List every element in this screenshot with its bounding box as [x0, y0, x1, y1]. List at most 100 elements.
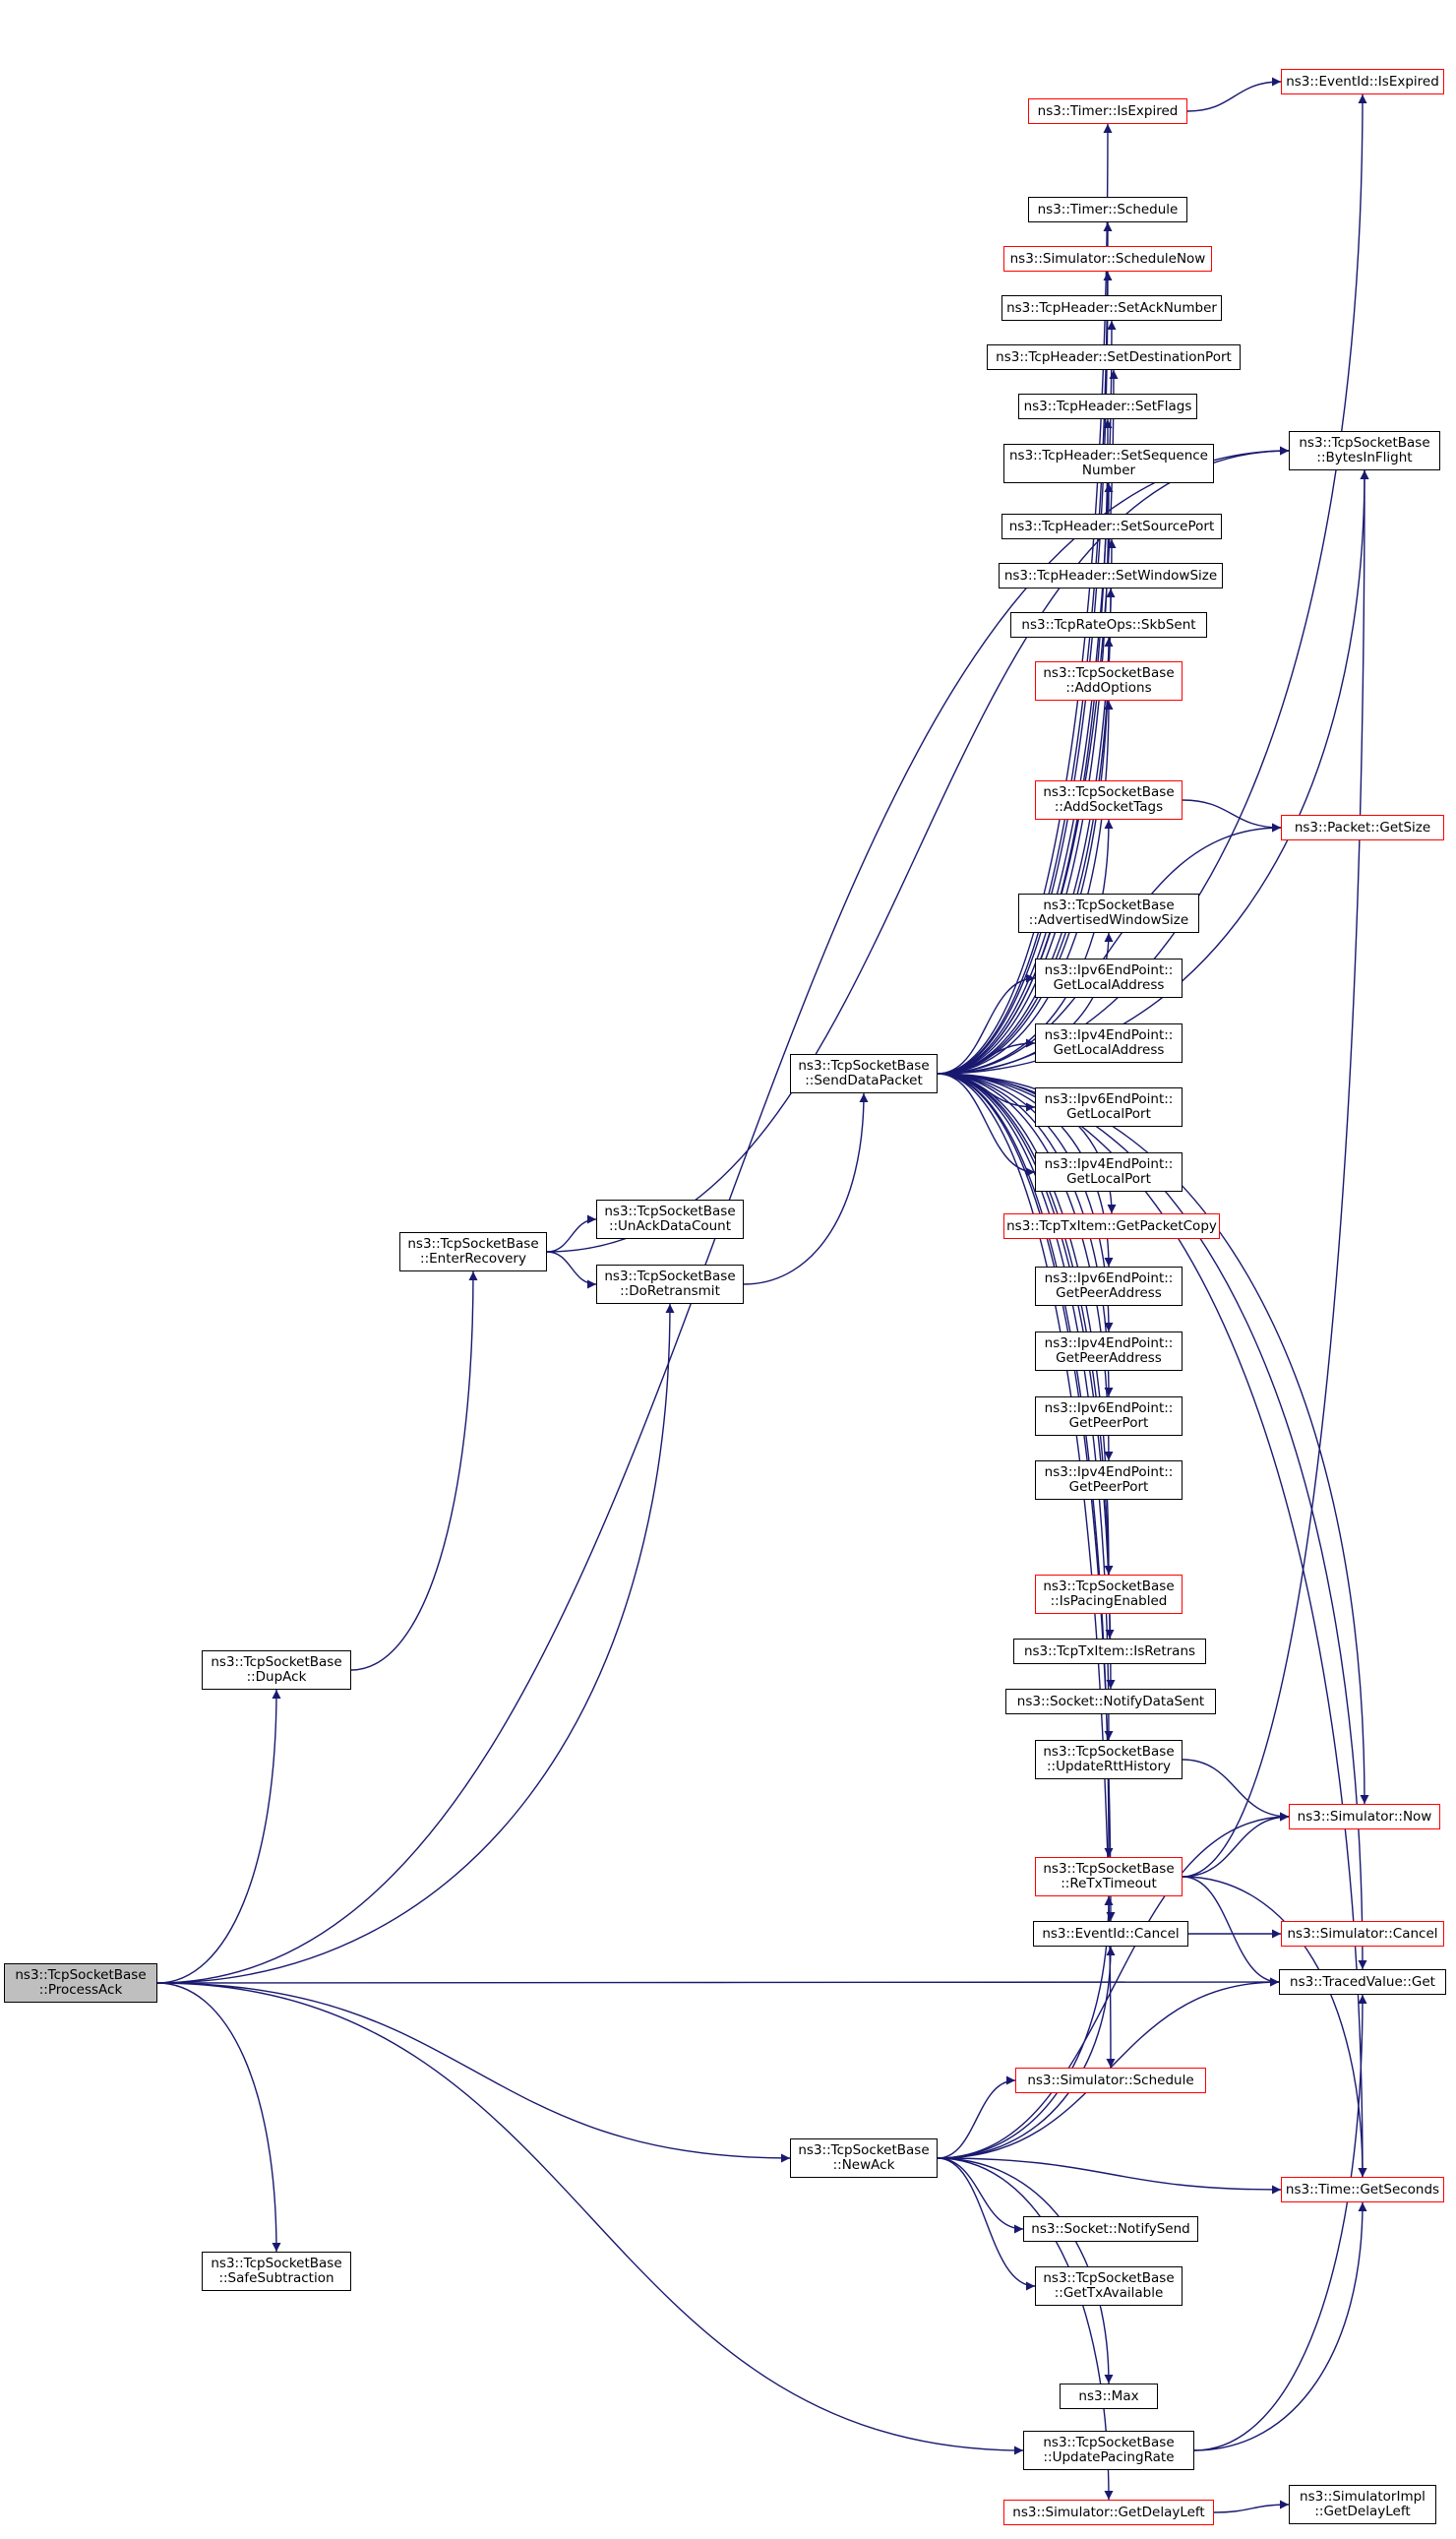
- edge-ProcessAck-to-TracedValueGet: [156, 1977, 1280, 1987]
- node-label-line2: GetLocalAddress: [1053, 977, 1165, 993]
- node-ipv4-get-peer-port[interactable]: ns3::Ipv4EndPoint::GetPeerPort: [1035, 1460, 1183, 1500]
- edge-SimGetDelayLeft-to-ImplGetDelayLeft: [1213, 2500, 1290, 2513]
- node-un-ack-data-count[interactable]: ns3::TcpSocketBase::UnAckDataCount: [596, 1200, 744, 1239]
- node-do-retransmit[interactable]: ns3::TcpSocketBase::DoRetransmit: [596, 1265, 744, 1304]
- node-label-line1: ns3::TcpSocketBase: [1299, 435, 1430, 451]
- node-label-line1: ns3::TcpHeader::SetFlags: [1023, 398, 1192, 414]
- node-send-data-packet[interactable]: ns3::TcpSocketBase::SendDataPacket: [790, 1054, 938, 1093]
- node-packet-get-size[interactable]: ns3::Packet::GetSize: [1281, 815, 1444, 840]
- node-traced-value-get[interactable]: ns3::TracedValue::Get: [1279, 1969, 1446, 1995]
- node-label-line2: GetLocalPort: [1066, 1106, 1151, 1122]
- node-set-ack-number[interactable]: ns3::TcpHeader::SetAckNumber: [1001, 295, 1222, 321]
- node-timer-is-expired[interactable]: ns3::Timer::IsExpired: [1028, 98, 1187, 124]
- node-time-get-seconds[interactable]: ns3::Time::GetSeconds: [1281, 2177, 1444, 2202]
- node-label-line2: ::ProcessAck: [38, 1982, 123, 1998]
- node-bytes-in-flight[interactable]: ns3::TcpSocketBase::BytesInFlight: [1289, 431, 1440, 470]
- edge-ProcessAck-to-UpdatePacingRate: [156, 1982, 1024, 2455]
- node-label-line1: ns3::TcpSocketBase: [1043, 665, 1175, 681]
- node-label-line1: ns3::Packet::GetSize: [1294, 819, 1431, 836]
- node-label-line1: ns3::TcpSocketBase: [604, 1269, 736, 1284]
- node-new-ack[interactable]: ns3::TcpSocketBase::NewAck: [790, 2138, 938, 2178]
- edge-NewAck-to-SimNow: [937, 1812, 1290, 2159]
- node-set-destination-port[interactable]: ns3::TcpHeader::SetDestinationPort: [987, 344, 1241, 370]
- node-enter-recovery[interactable]: ns3::TcpSocketBase::EnterRecovery: [399, 1232, 547, 1271]
- node-label-line1: ns3::Ipv6EndPoint::: [1044, 1270, 1174, 1286]
- node-update-rtt-history[interactable]: ns3::TcpSocketBase::UpdateRttHistory: [1035, 1740, 1183, 1779]
- edge-SendDataPacket-to-SetAckNumber: [937, 320, 1117, 1075]
- node-add-options[interactable]: ns3::TcpSocketBase::AddOptions: [1035, 661, 1183, 701]
- node-label-line1: ns3::TcpRateOps::SkbSent: [1021, 616, 1196, 633]
- edge-UpdatePacingRate-to-TracedValueGet: [1193, 1994, 1367, 2451]
- node-sim-cancel[interactable]: ns3::Simulator::Cancel: [1281, 1921, 1444, 1947]
- node-sim-now[interactable]: ns3::Simulator::Now: [1289, 1804, 1440, 1829]
- node-notify-data-sent[interactable]: ns3::Socket::NotifyDataSent: [1005, 1689, 1216, 1714]
- node-event-id-cancel[interactable]: ns3::EventId::Cancel: [1033, 1921, 1188, 1947]
- node-ipv4-get-peer-address[interactable]: ns3::Ipv4EndPoint::GetPeerAddress: [1035, 1331, 1183, 1371]
- node-advertised-window-size[interactable]: ns3::TcpSocketBase::AdvertisedWindowSize: [1018, 894, 1199, 933]
- node-label-line1: ns3::Simulator::Cancel: [1287, 1925, 1438, 1942]
- node-is-retrans[interactable]: ns3::TcpTxItem::IsRetrans: [1013, 1639, 1206, 1664]
- node-label-line2: ::AdvertisedWindowSize: [1028, 912, 1189, 928]
- node-label-line1: ns3::TcpHeader::SetSourcePort: [1008, 518, 1215, 534]
- node-label-line2: Number: [1081, 463, 1136, 478]
- node-label-line1: ns3::TcpSocketBase: [15, 1967, 147, 1983]
- edge-SendDataPacket-to-NotifyDataSent: [937, 1073, 1116, 1690]
- node-label-line2: ::EnterRecovery: [420, 1251, 526, 1267]
- edge-SendDataPacket-to-TracedValueGet: [937, 1073, 1367, 1970]
- edge-ProcessAck-to-SafeSubtraction: [156, 1982, 281, 2253]
- node-skb-sent[interactable]: ns3::TcpRateOps::SkbSent: [1010, 612, 1207, 638]
- edge-UpdatePacingRate-to-TimeGetSeconds: [1193, 2201, 1367, 2451]
- node-ipv6-get-peer-address[interactable]: ns3::Ipv6EndPoint::GetPeerAddress: [1035, 1267, 1183, 1306]
- node-get-packet-copy[interactable]: ns3::TcpTxItem::GetPacketCopy: [1003, 1213, 1220, 1239]
- node-update-pacing-rate[interactable]: ns3::TcpSocketBase::UpdatePacingRate: [1023, 2431, 1194, 2470]
- node-re-tx-timeout[interactable]: ns3::TcpSocketBase::ReTxTimeout: [1035, 1857, 1183, 1896]
- node-sim-schedule-now[interactable]: ns3::Simulator::ScheduleNow: [1003, 246, 1212, 272]
- node-get-tx-available[interactable]: ns3::TcpSocketBase::GetTxAvailable: [1035, 2266, 1183, 2306]
- node-sim-schedule[interactable]: ns3::Simulator::Schedule: [1015, 2068, 1206, 2093]
- node-dup-ack[interactable]: ns3::TcpSocketBase::DupAck: [202, 1650, 351, 1690]
- node-set-window-size[interactable]: ns3::TcpHeader::SetWindowSize: [999, 563, 1223, 588]
- node-ipv6-get-peer-port[interactable]: ns3::Ipv6EndPoint::GetPeerPort: [1035, 1396, 1183, 1436]
- node-label-line2: ::ReTxTimeout: [1061, 1876, 1157, 1891]
- node-label-line1: ns3::Ipv4EndPoint::: [1044, 1464, 1174, 1480]
- node-label-line1: ns3::Max: [1078, 2387, 1139, 2404]
- node-label-line1: ns3::TcpSocketBase: [1043, 784, 1175, 800]
- node-label-line1: ns3::Simulator::Now: [1297, 1808, 1432, 1825]
- node-label-line2: ::SafeSubtraction: [218, 2270, 334, 2286]
- node-is-pacing-enabled[interactable]: ns3::TcpSocketBase::IsPacingEnabled: [1035, 1575, 1183, 1614]
- node-ipv4-get-local-port[interactable]: ns3::Ipv4EndPoint::GetLocalPort: [1035, 1152, 1183, 1192]
- edge-UpdateRttHistory-to-SimNow: [1182, 1759, 1290, 1822]
- node-add-socket-tags[interactable]: ns3::TcpSocketBase::AddSocketTags: [1035, 780, 1183, 820]
- node-label-line2: ::DoRetransmit: [620, 1283, 720, 1299]
- node-label-line2: GetLocalAddress: [1053, 1042, 1165, 1058]
- edge-EnterRecovery-to-DoRetransmit: [546, 1251, 597, 1289]
- node-safe-subtraction[interactable]: ns3::TcpSocketBase::SafeSubtraction: [202, 2252, 351, 2291]
- node-label-line2: ::SendDataPacket: [805, 1073, 923, 1088]
- node-max[interactable]: ns3::Max: [1060, 2384, 1158, 2409]
- node-timer-schedule[interactable]: ns3::Timer::Schedule: [1028, 197, 1187, 222]
- edge-TimerIsExpired-to-EventIdIsExpired: [1186, 77, 1282, 112]
- node-label-line1: ns3::Time::GetSeconds: [1285, 2181, 1440, 2198]
- node-label-line1: ns3::Ipv6EndPoint::: [1044, 1400, 1174, 1416]
- edge-NewAck-to-EventIdCancel: [937, 1946, 1116, 2159]
- node-label-line1: ns3::TcpSocketBase: [1043, 1579, 1175, 1594]
- node-label-line2: GetPeerAddress: [1056, 1350, 1162, 1366]
- node-sim-get-delay-left[interactable]: ns3::Simulator::GetDelayLeft: [1003, 2500, 1214, 2525]
- node-label-line1: ns3::TcpSocketBase: [1043, 1744, 1175, 1760]
- node-ipv4-get-local-address[interactable]: ns3::Ipv4EndPoint::GetLocalAddress: [1035, 1023, 1183, 1063]
- node-set-flags[interactable]: ns3::TcpHeader::SetFlags: [1018, 394, 1197, 419]
- node-label-line1: ns3::TcpSocketBase: [1043, 898, 1175, 913]
- node-impl-get-delay-left[interactable]: ns3::SimulatorImpl::GetDelayLeft: [1289, 2485, 1436, 2524]
- node-notify-send[interactable]: ns3::Socket::NotifySend: [1023, 2216, 1198, 2242]
- node-label-line2: GetPeerPort: [1068, 1479, 1149, 1495]
- node-label-line2: ::AddOptions: [1065, 680, 1152, 696]
- node-ipv6-get-local-port[interactable]: ns3::Ipv6EndPoint::GetLocalPort: [1035, 1087, 1183, 1127]
- node-event-id-is-expired[interactable]: ns3::EventId::IsExpired: [1281, 69, 1444, 94]
- node-label-line1: ns3::TcpSocketBase: [407, 1236, 539, 1252]
- edge-DupAck-to-EnterRecovery: [350, 1270, 478, 1671]
- edge-ReTxTimeout-to-SimNow: [1182, 1812, 1290, 1878]
- node-set-source-port[interactable]: ns3::TcpHeader::SetSourcePort: [1001, 514, 1222, 539]
- node-ipv6-get-local-address[interactable]: ns3::Ipv6EndPoint::GetLocalAddress: [1035, 959, 1183, 998]
- node-label-line1: ns3::Ipv4EndPoint::: [1044, 1156, 1174, 1172]
